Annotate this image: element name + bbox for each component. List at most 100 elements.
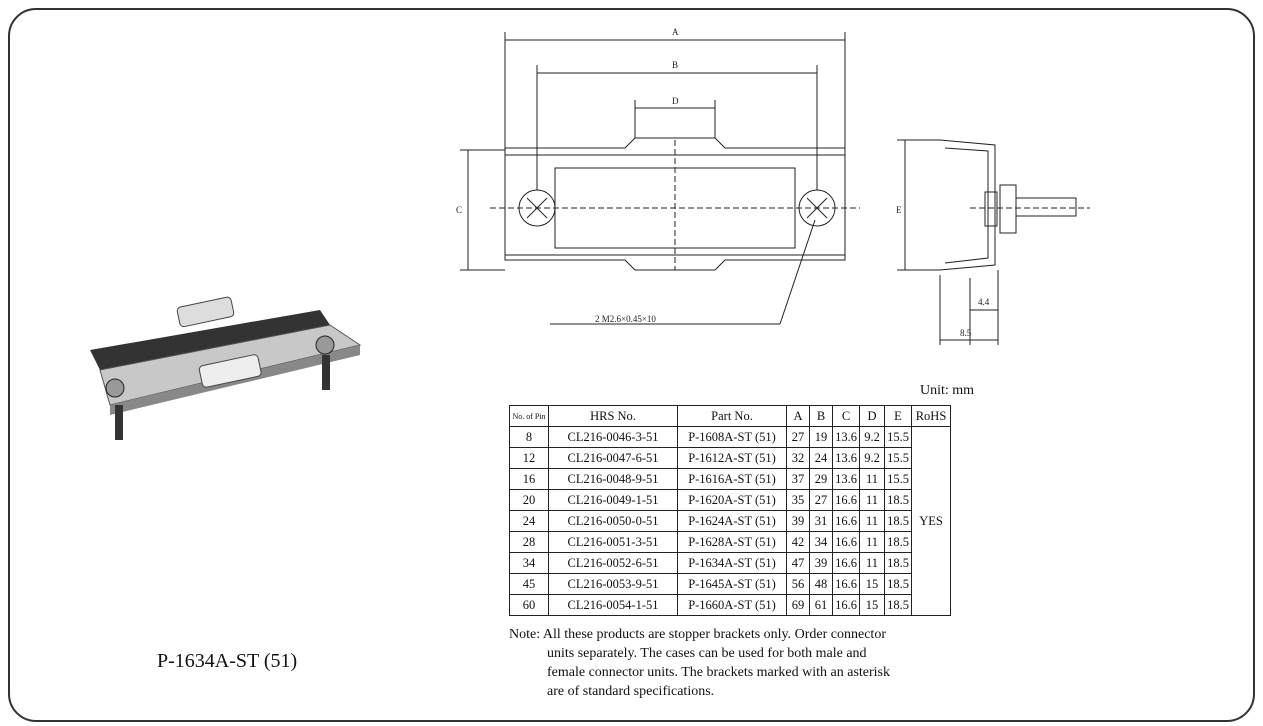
bracket-side-view <box>939 139 996 271</box>
table-cell: P-1612A-ST (51) <box>677 447 787 469</box>
table-cell: 13.6 <box>832 426 860 448</box>
table-cell: 31 <box>809 510 833 532</box>
table-cell: 11 <box>859 468 885 490</box>
table-cell: 11 <box>859 510 885 532</box>
table-cell: 16.6 <box>832 510 860 532</box>
table-cell: 18.5 <box>884 489 912 511</box>
header-b: B <box>809 405 833 427</box>
table-cell: CL216-0048-9-51 <box>548 468 678 490</box>
note-line-4: are of standard specifications. <box>547 684 715 699</box>
table-cell: 16.6 <box>832 573 860 595</box>
table-cell: CL216-0047-6-51 <box>548 447 678 469</box>
product-photo <box>90 296 362 440</box>
note-line-3: female connector units. The brackets mar… <box>547 665 891 680</box>
table-cell: 37 <box>786 468 810 490</box>
table-cell: P-1628A-ST (51) <box>677 531 787 553</box>
table-cell: 12 <box>509 447 549 469</box>
unit-label: Unit: mm <box>920 383 975 398</box>
label-d: D <box>672 96 679 106</box>
table-cell: P-1624A-ST (51) <box>677 510 787 532</box>
header-part: Part No. <box>677 405 787 427</box>
technical-drawing: A B D C E 2 M2.6×0.45×10 4.4 8.5 <box>456 27 1090 345</box>
table-cell: 18.5 <box>884 510 912 532</box>
table-cell: 8 <box>509 426 549 448</box>
table-cell: CL216-0049-1-51 <box>548 489 678 511</box>
photo-caption: P-1634A-ST (51) <box>157 650 298 672</box>
table-cell: 20 <box>509 489 549 511</box>
note-line-1: All these products are stopper brackets … <box>542 627 886 642</box>
label-dim-44: 4.4 <box>978 297 990 307</box>
header-rohs: RoHS <box>911 405 951 427</box>
note-line-2: units separately. The cases can be used … <box>547 646 867 661</box>
table-cell: 11 <box>859 531 885 553</box>
table-cell: 42 <box>786 531 810 553</box>
table-cell: 29 <box>809 468 833 490</box>
table-cell: 35 <box>786 489 810 511</box>
table-cell: P-1616A-ST (51) <box>677 468 787 490</box>
table-cell: 9.2 <box>859 447 885 469</box>
label-dim-85: 8.5 <box>960 328 972 338</box>
table-cell: P-1608A-ST (51) <box>677 426 787 448</box>
table-cell: 34 <box>809 531 833 553</box>
table-cell: 15 <box>859 594 885 616</box>
table-cell: CL216-0050-0-51 <box>548 510 678 532</box>
table-cell: 15.5 <box>884 426 912 448</box>
table-cell: P-1645A-ST (51) <box>677 573 787 595</box>
table-cell: 13.6 <box>832 468 860 490</box>
page-frame <box>8 8 1255 722</box>
mount-hole-left <box>518 189 556 227</box>
table-cell: 19 <box>809 426 833 448</box>
table-cell: CL216-0052-6-51 <box>548 552 678 574</box>
table-cell: 18.5 <box>884 594 912 616</box>
header-a: A <box>786 405 810 427</box>
table-cell: 16 <box>509 468 549 490</box>
table-cell: 39 <box>786 510 810 532</box>
table-cell: 27 <box>809 489 833 511</box>
table-cell: 24 <box>809 447 833 469</box>
label-c: C <box>456 205 462 215</box>
table-cell: CL216-0051-3-51 <box>548 531 678 553</box>
table-cell: 24 <box>509 510 549 532</box>
table-cell: 9.2 <box>859 426 885 448</box>
label-e: E <box>896 205 902 215</box>
note-label: Note: <box>509 627 541 642</box>
table-cell: 45 <box>509 573 549 595</box>
table-cell: 28 <box>509 531 549 553</box>
table-cell: CL216-0053-9-51 <box>548 573 678 595</box>
note-block: Note: All these products are stopper bra… <box>509 625 984 701</box>
label-b: B <box>672 60 678 70</box>
table-cell: 56 <box>786 573 810 595</box>
table-cell: 15.5 <box>884 447 912 469</box>
label-a: A <box>672 27 679 37</box>
table-cell: 47 <box>786 552 810 574</box>
table-cell: 27 <box>786 426 810 448</box>
table-cell: 16.6 <box>832 489 860 511</box>
table-cell: 32 <box>786 447 810 469</box>
table-cell: 15.5 <box>884 468 912 490</box>
table-header-row: No. of Pin HRS No. Part No. A B C D E Ro… <box>509 405 951 427</box>
table-cell: CL216-0046-3-51 <box>548 426 678 448</box>
bracket-body <box>90 296 362 440</box>
table-cell: 34 <box>509 552 549 574</box>
table-cell: 16.6 <box>832 531 860 553</box>
table-cell: 69 <box>786 594 810 616</box>
table-cell: 16.6 <box>832 594 860 616</box>
table-cell: 11 <box>859 489 885 511</box>
table-cell: 39 <box>809 552 833 574</box>
table-cell: 48 <box>809 573 833 595</box>
label-screw: 2 M2.6×0.45×10 <box>595 314 656 324</box>
bracket-front-view <box>504 137 846 271</box>
header-e: E <box>884 405 912 427</box>
table-cell: 16.6 <box>832 552 860 574</box>
header-d: D <box>859 405 885 427</box>
table-cell: P-1634A-ST (51) <box>677 552 787 574</box>
